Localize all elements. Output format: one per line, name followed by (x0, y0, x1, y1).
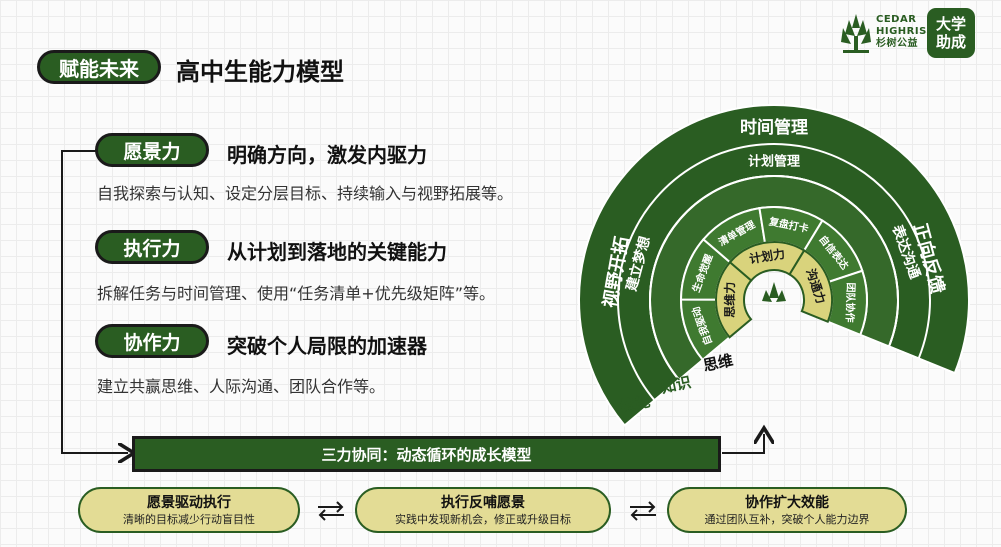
pill-title: 协作扩大效能 (745, 494, 829, 511)
ability-desc-collaboration: 建立共赢思维、人际沟通、团队合作等。 (97, 377, 386, 396)
ability-desc-vision: 自我探索与认知、设定分层目标、持续输入与视野拓展等。 (97, 184, 514, 203)
ability-subtitle-execution: 从计划到落地的关键能力 (227, 240, 447, 264)
sprout-leaf (776, 290, 786, 302)
ability-tag-execution: 执行力 (95, 230, 209, 264)
swap-arrows-icon (318, 501, 344, 521)
cycle-pill-collab-amplifies: 协作扩大效能 通过团队互补，突破个人能力边界 (667, 487, 907, 533)
university-badge: 大学 助成 (927, 8, 975, 58)
cedar-logo-icon (841, 14, 871, 53)
pill-subtitle: 清晰的目标减少行动盲目性 (123, 512, 255, 526)
ring-core-label: 计划力 (748, 246, 786, 266)
sprout-leaf (769, 282, 779, 298)
swap-arrows-icon (630, 501, 656, 521)
badge-line-1: 大学 (935, 15, 966, 33)
brand-line-2: HIGHRISE (876, 26, 935, 37)
cycle-pill-vision-drives: 愿景驱动执行 清晰的目标减少行动盲目性 (78, 487, 300, 533)
page-title: 高中生能力模型 (176, 58, 344, 86)
brand-name: CEDAR HIGHRISE 杉树公益 (876, 14, 934, 50)
ring-core-segment (788, 249, 833, 324)
ring-label-plan-management: 计划管理 (748, 154, 800, 170)
pill-subtitle: 实践中发现新机会，修正或升级目标 (395, 512, 571, 526)
section-tag: 赋能未来 (37, 50, 161, 84)
ability-desc-execution: 拆解任务与时间管理、使用“任务清单+优先级矩阵”等。 (97, 284, 495, 303)
ring-divider (617, 143, 931, 402)
ring-segment-label: 团队协作 (843, 282, 857, 322)
sprout-leaf (762, 290, 772, 302)
brand-line-1: CEDAR (876, 14, 917, 25)
ability-subtitle-vision: 明确方向，激发内驱力 (227, 143, 427, 167)
ability-tag-collaboration: 协作力 (95, 324, 209, 358)
synergy-banner: 三力协同：动态循环的成长模型 (132, 436, 721, 472)
pill-title: 执行反哺愿景 (441, 494, 525, 511)
sprout-icon (762, 282, 786, 302)
badge-line-2: 助成 (935, 33, 966, 51)
cycle-pill-execution-feeds: 执行反哺愿景 实践中发现新机会，修正或升级目标 (355, 487, 611, 533)
ring-label-time-management: 时间管理 (740, 117, 808, 138)
ability-arc-diagram: 自我驱动生命觉醒清单管理复盘打卡自信表达团队协作思维力计划力沟通力时间管理视野开… (578, 104, 970, 427)
brand-line-3: 杉树公益 (876, 38, 918, 49)
ability-subtitle-collaboration: 突破个人局限的加速器 (227, 334, 427, 358)
ring-core-label: 思维力 (722, 282, 737, 318)
pill-title: 愿景驱动执行 (147, 494, 231, 511)
ability-tag-vision: 愿景力 (95, 133, 209, 167)
pill-subtitle: 通过团队互补，突破个人能力边界 (704, 512, 870, 526)
